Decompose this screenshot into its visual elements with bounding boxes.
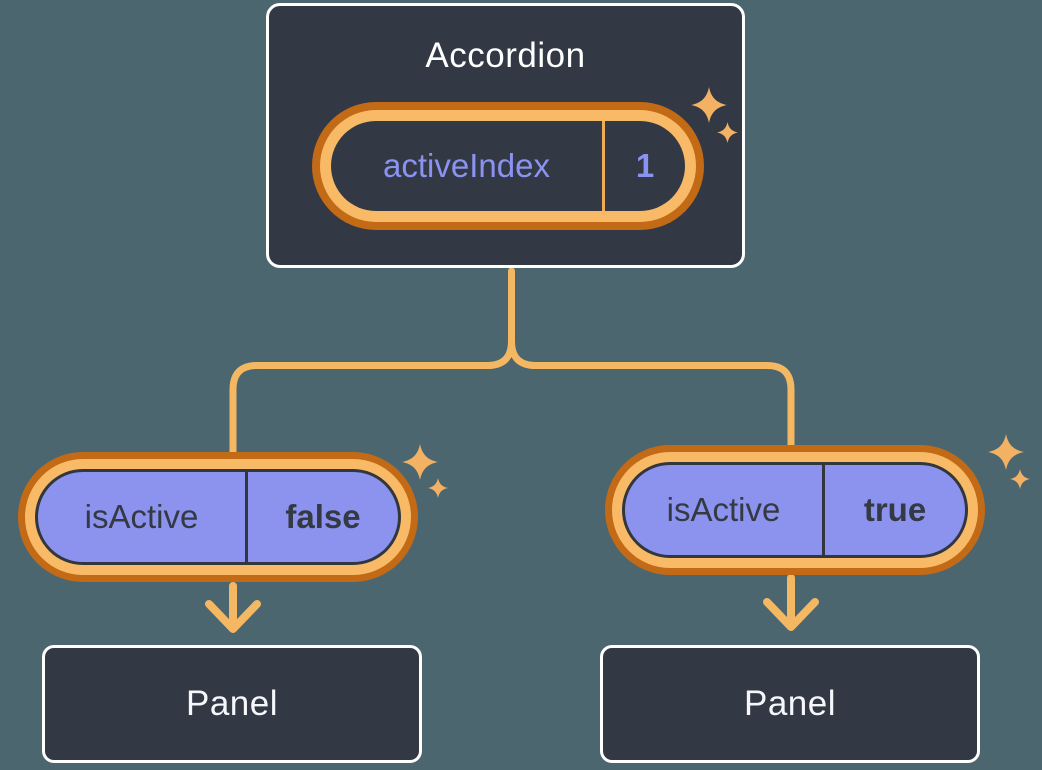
pill-ring: activeIndex 1 [320, 110, 696, 222]
prop-value: true [863, 491, 927, 528]
pill-core: activeIndex 1 [331, 121, 685, 211]
right-panel-box: Panel [600, 645, 980, 763]
left-prop-pill: isActive false [18, 452, 418, 582]
connector-stem-left-branch [229, 267, 515, 458]
prop-name: isActive [666, 491, 781, 528]
pill-ring: isActive true [612, 452, 978, 568]
sparkles-icon [988, 434, 1030, 489]
state-name: activeIndex [383, 147, 550, 184]
pill-ring: isActive false [25, 459, 411, 575]
pill-divider [822, 465, 825, 555]
panel-title: Panel [185, 684, 279, 723]
arrow-left-head [205, 600, 261, 633]
arrow-right-head [763, 598, 819, 631]
state-value: 1 [635, 147, 655, 184]
pill-core: isActive true [622, 462, 968, 558]
prop-name: isActive [84, 498, 199, 535]
panel-title: Panel [743, 684, 837, 723]
accordion-state-pill: activeIndex 1 [312, 102, 704, 230]
connector-right-branch [508, 337, 795, 451]
left-panel-box: Panel [42, 645, 422, 763]
pill-divider [602, 121, 605, 211]
accordion-title: Accordion [425, 36, 586, 75]
prop-value: false [285, 498, 361, 535]
right-prop-pill: isActive true [605, 445, 985, 575]
pill-divider [245, 472, 248, 562]
pill-core: isActive false [35, 469, 401, 565]
